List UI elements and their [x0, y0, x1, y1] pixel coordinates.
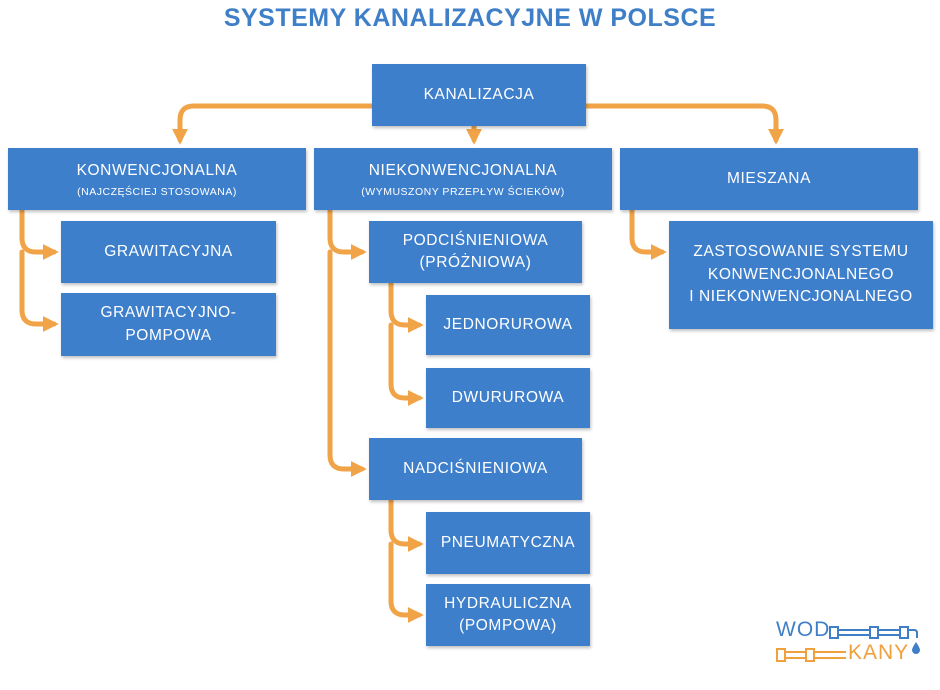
node-nadcisnieniowa-label: NADCIŚNIENIOWA	[403, 459, 548, 477]
node-hydrauliczna-line2: (POMPOWA)	[459, 617, 557, 634]
node-jednorurowa: JEDNORUROWA	[426, 295, 590, 355]
node-podcisnieniowa: PODCIŚNIENIOWA (PRÓŻNIOWA)	[369, 221, 582, 283]
node-zastosowanie-line2: KONWENCJONALNEGO	[707, 265, 895, 283]
arrow-root-mieszana	[583, 103, 785, 145]
node-niekonwencjonalna-label: NIEKONWENCJONALNA	[368, 162, 558, 180]
arrow-konw-grawpompowa	[19, 249, 59, 333]
node-nadcisnieniowa: NADCIŚNIENIOWA	[369, 438, 582, 500]
arrow-podc-jednorurowa	[388, 280, 424, 334]
node-grawitacyjno-pompowa-line2: POMPOWA	[125, 326, 212, 344]
node-podcisnieniowa-line2: (PRÓŻNIOWA)	[419, 254, 532, 271]
arrow-konw-grawitacyjna	[19, 207, 59, 261]
node-kanalizacja-label: KANALIZACJA	[423, 85, 535, 103]
arrow-niek-nadcisnieniowa	[327, 249, 367, 478]
logo-text-bottom: KANY	[848, 641, 910, 664]
pipe-blue-icon	[829, 626, 918, 639]
water-drop-icon	[912, 642, 920, 654]
node-konwencjonalna: KONWENCJONALNA (NAJCZĘŚCIEJ STOSOWANA)	[8, 148, 306, 210]
node-jednorurowa-label: JEDNORUROWA	[443, 315, 573, 333]
node-grawitacyjno-pompowa-line1: GRAWITACYJNO-	[100, 304, 237, 322]
node-zastosowanie: ZASTOSOWANIE SYSTEMU KONWENCJONALNEGO I …	[669, 221, 933, 329]
node-zastosowanie-line3: I NIEKONWENCJONALNEGO	[689, 288, 913, 306]
arrow-mieszana-zastosowanie	[629, 207, 667, 261]
node-grawitacyjno-pompowa: GRAWITACYJNO- POMPOWA	[61, 293, 276, 356]
node-pneumatyczna-label: PNEUMATYCZNA	[440, 533, 576, 551]
node-dwururowa-label: DWURUROWA	[451, 388, 565, 406]
arrow-niek-podcisnieniowa	[327, 207, 367, 261]
node-grawitacyjna: GRAWITACYJNA	[61, 221, 276, 283]
arrow-podc-dwururowa	[388, 322, 424, 407]
node-mieszana-label: MIESZANA	[726, 169, 812, 187]
node-dwururowa: DWURUROWA	[426, 368, 590, 428]
node-kanalizacja: KANALIZACJA	[372, 64, 586, 126]
node-niekonwencjonalna: NIEKONWENCJONALNA (WYMUSZONY PRZEPŁYW ŚC…	[314, 148, 612, 210]
node-konwencjonalna-label: KONWENCJONALNA	[76, 162, 238, 180]
arrow-nadc-pneumatyczna	[388, 497, 424, 553]
node-zastosowanie-line1: ZASTOSOWANIE SYSTEMU	[693, 243, 909, 261]
node-konwencjonalna-sublabel: (NAJCZĘŚCIEJ STOSOWANA)	[77, 185, 237, 198]
node-pneumatyczna: PNEUMATYCZNA	[426, 512, 590, 574]
node-grawitacyjna-label: GRAWITACYJNA	[104, 242, 233, 260]
arrow-root-konwencjonalna	[171, 103, 375, 145]
node-mieszana: MIESZANA	[620, 148, 918, 210]
diagram-title: SYSTEMY KANALIZACYJNE W POLSCE	[223, 4, 717, 32]
node-niekonwencjonalna-sublabel: (WYMUSZONY PRZEPŁYW ŚCIEKÓW)	[361, 185, 565, 198]
node-hydrauliczna: HYDRAULICZNA (POMPOWA)	[426, 584, 590, 646]
pipe-orange-icon	[776, 648, 846, 662]
arrow-nadc-hydrauliczna	[388, 541, 424, 624]
wodkany-logo: WOD KANY	[776, 618, 926, 672]
node-podcisnieniowa-line1: PODCIŚNIENIOWA	[402, 231, 549, 249]
logo-text-top: WOD	[776, 618, 831, 641]
node-hydrauliczna-line1: HYDRAULICZNA	[444, 594, 572, 612]
